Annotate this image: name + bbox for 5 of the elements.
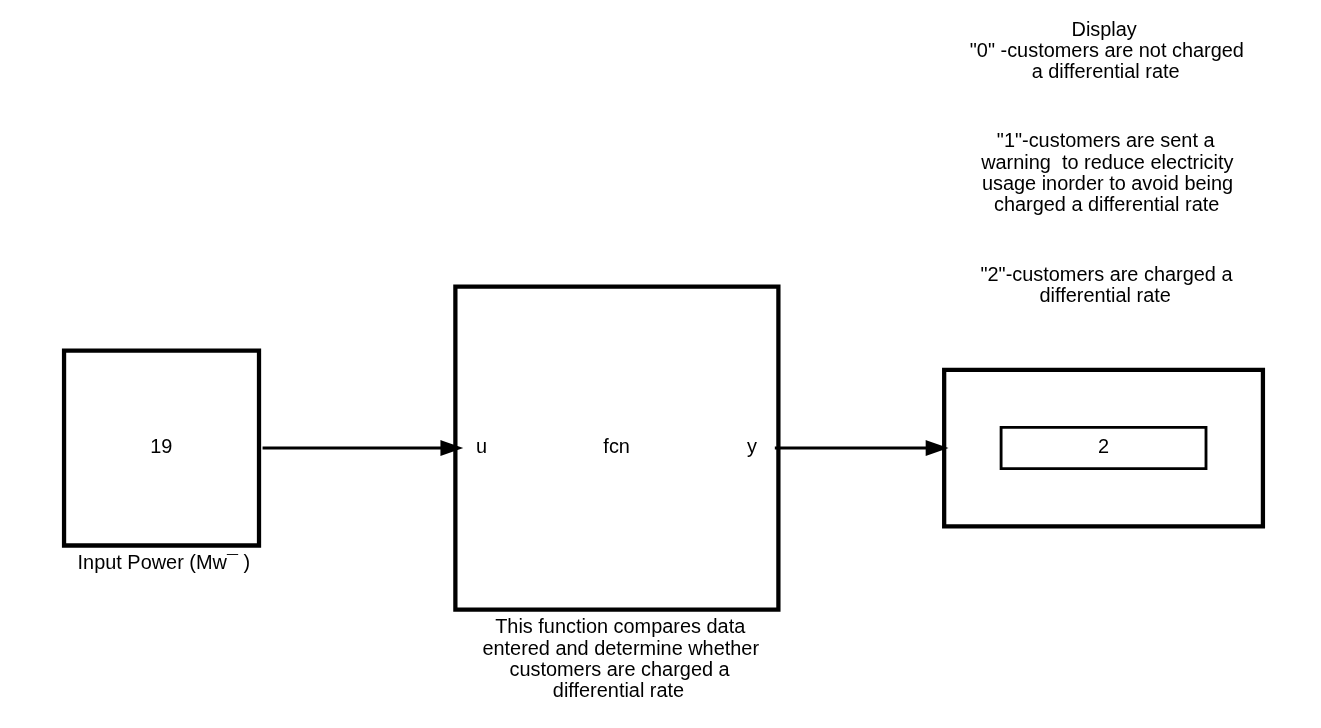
node-label: "1"-customers are sent a warning to reduce electricity usage inorder to avoid being charged a differential rate (980, 129, 1233, 216)
node-label: "2"-customers are charged a differential rate (979, 262, 1232, 306)
node-label: Input Power (Mw¯ ) (77, 551, 250, 574)
node-label: Display (1071, 17, 1137, 40)
node-label: This function compares data entered and determine whether customers are charged a differential rate (481, 615, 759, 702)
